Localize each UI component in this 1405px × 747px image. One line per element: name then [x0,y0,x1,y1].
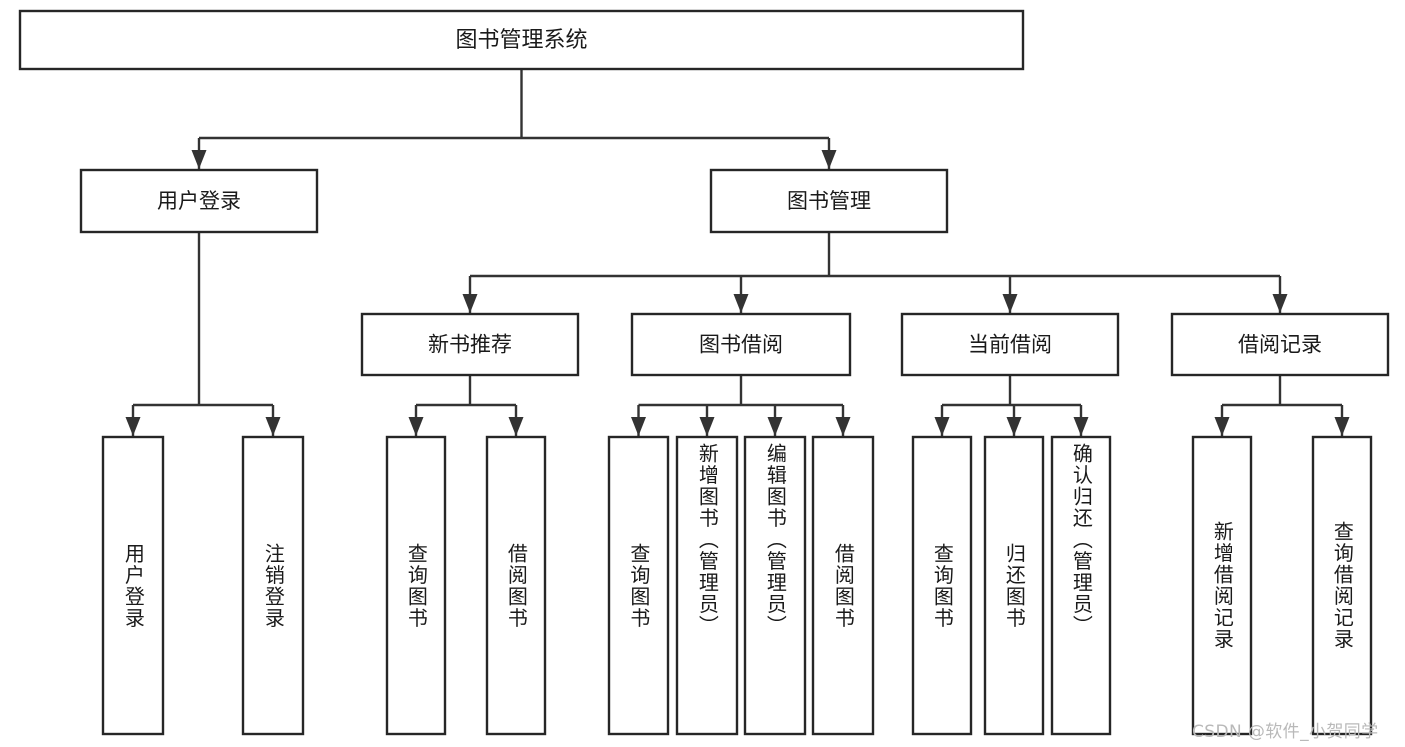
connectors-layer [125,69,1350,436]
arrow-to-leaf-0-1 [265,417,281,436]
arrow-to-level3-1 [733,294,749,313]
arrow-to-leaf-2-1 [699,417,715,436]
leaf-node-box-10[interactable] [1050,435,1112,736]
leaf-node-box-11[interactable] [1191,435,1253,736]
level3-node-label-0: 新书推荐 [428,333,512,357]
level2-node-label-0: 用户登录 [157,189,241,213]
arrow-to-leaf-0-0 [125,417,141,436]
leaf-node-box-0[interactable] [101,435,165,736]
leaf-node-box-2[interactable] [385,435,447,736]
leaf-node-box-12[interactable] [1311,435,1373,736]
arrow-to-level2-1 [821,150,837,169]
leaf-node-box-6[interactable] [743,435,807,736]
arrow-to-leaf-1-0 [408,417,424,436]
arrow-to-level3-0 [462,294,478,313]
root-node-label: 图书管理系统 [455,28,587,53]
csdn-watermark: CSDN @软件_小贺同学 [1192,722,1379,742]
arrow-to-leaf-3-1 [1006,417,1022,436]
arrow-to-leaf-2-0 [631,417,646,436]
level3-node-box-0[interactable] [360,312,580,377]
level2-node-label-1: 图书管理 [787,189,871,213]
arrow-to-leaf-4-0 [1214,417,1230,436]
arrow-to-leaf-2-2 [767,417,783,436]
arrow-to-level3-2 [1002,294,1018,313]
root-node-box[interactable] [18,9,1025,71]
level3-node-box-1[interactable] [630,312,852,377]
arrow-to-leaf-4-1 [1334,417,1350,436]
leaf-node-box-1[interactable] [241,435,305,736]
level3-node-label-1: 图书借阅 [699,333,783,357]
arrow-to-leaf-2-3 [835,417,851,436]
level3-node-label-2: 当前借阅 [968,333,1052,357]
leaf-node-box-3[interactable] [485,435,547,736]
level2-node-box-1[interactable] [709,168,949,234]
arrow-to-leaf-3-0 [934,417,950,436]
level3-node-box-3[interactable] [1170,312,1390,377]
arrow-to-level3-3 [1272,294,1288,313]
arrow-to-leaf-3-2 [1073,417,1089,436]
arrow-to-leaf-1-1 [508,417,524,436]
leaf-node-box-4[interactable] [607,435,670,736]
arrow-to-level2-0 [191,150,207,169]
leaf-node-box-8[interactable] [911,435,973,736]
boxes-layer [18,9,1390,736]
level2-node-box-0[interactable] [79,168,319,234]
level3-node-label-3: 借阅记录 [1238,333,1322,357]
leaf-node-box-7[interactable] [811,435,875,736]
level3-node-box-2[interactable] [900,312,1120,377]
leaf-node-box-9[interactable] [983,435,1045,736]
leaf-node-box-5[interactable] [675,435,739,736]
